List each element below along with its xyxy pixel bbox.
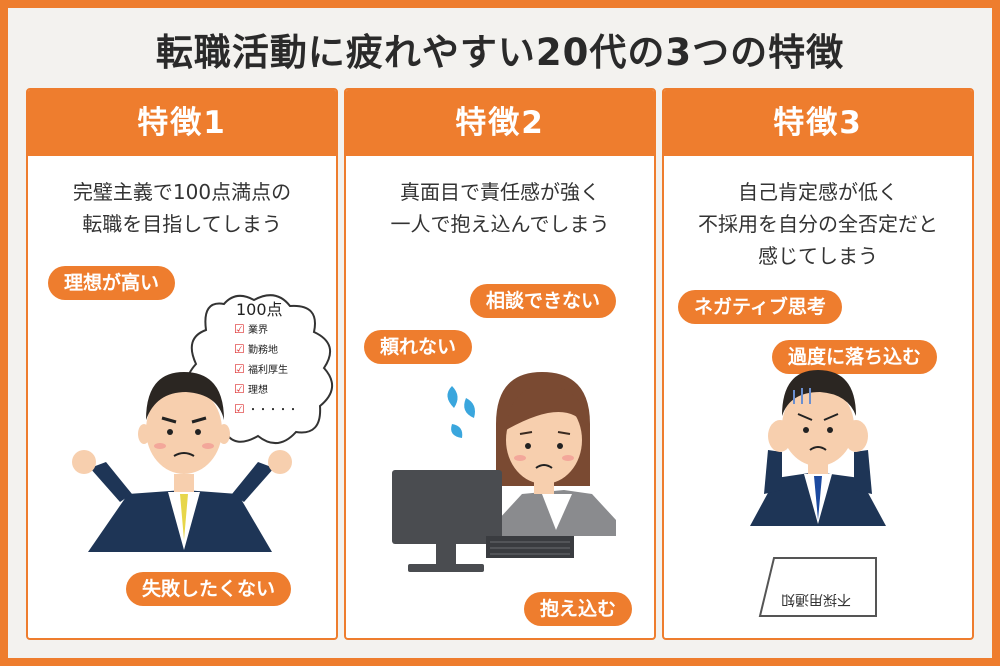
page-title: 転職活動に疲れやすい20代の3つの特徴	[155, 31, 845, 74]
rejection-notice-paper	[758, 557, 877, 617]
desc-line: 転職を目指してしまう	[82, 212, 282, 236]
thought-score: 100点	[236, 300, 283, 319]
checklist-item: ☑ 勤務地	[234, 342, 278, 356]
checkbox-checked-icon: ☑	[234, 322, 245, 336]
tag-cannot-rely: 頼れない	[364, 330, 473, 364]
feature-card-2: 特徴2 真面目で責任感が強く 一人で抱え込んでしまう 相談できない 頼れない 抱…	[344, 88, 656, 640]
checkbox-checked-icon: ☑	[234, 402, 245, 416]
desc-line: 感じてしまう	[758, 244, 878, 268]
feature-description: 完璧主義で100点満点の 転職を目指してしまう	[28, 176, 336, 240]
tag-overly-depressed: 過度に落ち込む	[772, 340, 938, 374]
feature-card-header: 特徴3	[664, 90, 972, 156]
determined-man-illustration	[72, 372, 292, 552]
feature-card-header: 特徴1	[28, 90, 336, 156]
desc-line: 不採用を自分の全否定だと	[698, 212, 938, 236]
checklist-item: ☑ ・・・・・	[234, 402, 298, 416]
feature-card-3: 特徴3 自己肯定感が低く 不採用を自分の全否定だと 感じてしまう ネガティブ思考…	[662, 88, 974, 640]
checklist-item: ☑ 業界	[234, 322, 268, 336]
feature-card-1: 特徴1 完璧主義で100点満点の 転職を目指してしまう 理想が高い 100点 ☑…	[26, 88, 338, 640]
desc-line: 完璧主義で100点満点の	[72, 180, 292, 204]
checkbox-checked-icon: ☑	[234, 362, 245, 376]
desc-line: 一人で抱え込んでしまう	[390, 212, 610, 236]
tag-fear-of-failure: 失敗したくない	[126, 572, 292, 606]
checklist-item: ☑ 理想	[234, 382, 268, 396]
checklist-item: ☑ 福利厚生	[234, 362, 288, 376]
tag-carry-alone: 抱え込む	[524, 592, 633, 626]
desc-line: 真面目で責任感が強く	[400, 180, 600, 204]
desc-line: 自己肯定感が低く	[738, 180, 898, 204]
tag-cannot-consult: 相談できない	[470, 284, 617, 318]
rejection-notice-text: 不採用通知	[781, 591, 851, 607]
feature-card-header: 特徴2	[346, 90, 654, 156]
feature-description: 自己肯定感が低く 不採用を自分の全否定だと 感じてしまう	[664, 176, 972, 272]
distressed-man-illustration	[750, 370, 886, 526]
checkbox-checked-icon: ☑	[234, 382, 245, 396]
tag-high-ideals: 理想が高い	[48, 266, 176, 300]
feature-description: 真面目で責任感が強く 一人で抱え込んでしまう	[346, 176, 654, 240]
checklist: ☑ 業界 ☑ 勤務地 ☑ 福利厚生 ☑ 理想 ☑ ・・・・・	[234, 320, 298, 420]
checkbox-checked-icon: ☑	[234, 342, 245, 356]
tag-negative-thinking: ネガティブ思考	[678, 290, 842, 324]
worried-woman-at-computer-illustration	[392, 372, 616, 572]
